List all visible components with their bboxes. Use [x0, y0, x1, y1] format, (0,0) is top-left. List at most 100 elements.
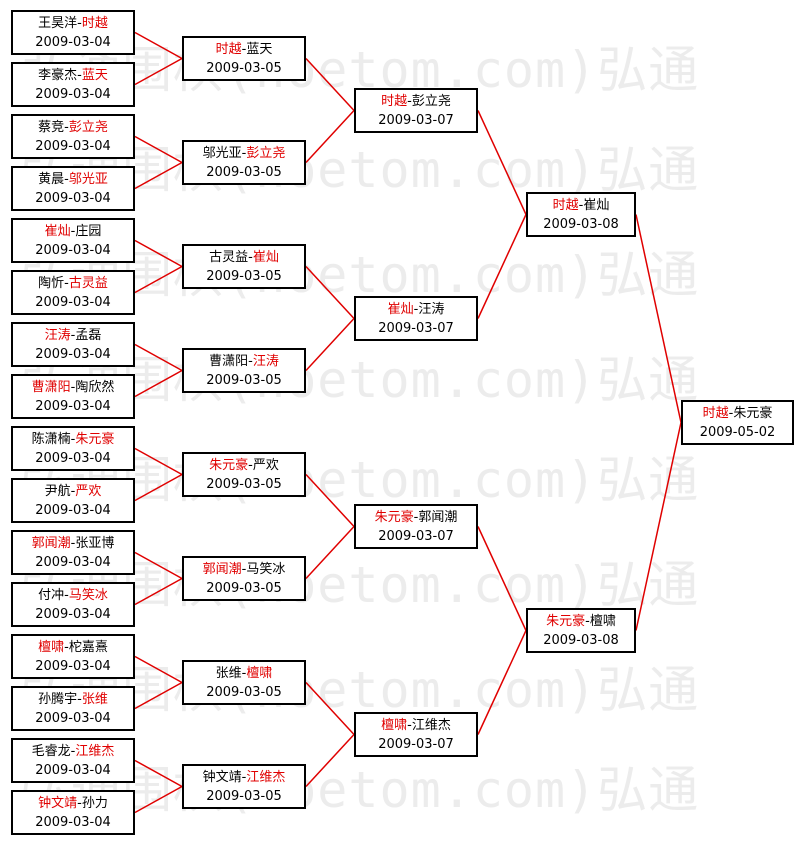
match-box-round1: 黄晨-邬光亚 2009-03-04 — [11, 166, 135, 211]
match-players: 郭闻潮-张亚博 — [13, 534, 133, 553]
player-name: 严欢 — [252, 458, 279, 473]
player-name: 王昊洋 — [38, 16, 78, 31]
vs-separator: - — [64, 640, 69, 655]
bracket-connector — [134, 135, 183, 164]
player-name: 彭立尧 — [411, 94, 451, 109]
bracket-connector — [134, 759, 183, 788]
bracket-connector — [134, 31, 183, 60]
winner-name: 檀啸 — [381, 718, 408, 733]
bracket-connector — [305, 265, 355, 320]
winner-name: 崔灿 — [252, 250, 279, 265]
match-players: 曹潇阳-汪涛 — [184, 352, 304, 371]
player-name: 黄晨 — [38, 172, 65, 187]
player-name: 钟文靖 — [202, 770, 242, 785]
match-date: 2009-03-05 — [206, 789, 282, 804]
match-players: 时越-朱元豪 — [683, 404, 792, 423]
winner-name: 檀啸 — [38, 640, 65, 655]
vs-separator: - — [407, 718, 412, 733]
match-date: 2009-03-04 — [35, 555, 111, 570]
match-date: 2009-03-08 — [543, 633, 619, 648]
match-date: 2009-03-05 — [206, 477, 282, 492]
vs-separator: - — [77, 68, 82, 83]
match-players: 钟文靖-孙力 — [13, 794, 133, 813]
vs-separator: - — [248, 354, 253, 369]
match-date: 2009-03-04 — [35, 815, 111, 830]
match-date: 2009-03-04 — [35, 87, 111, 102]
bracket-connector — [134, 551, 183, 580]
bracket-connector — [477, 214, 527, 319]
winner-name: 江维杰 — [75, 744, 115, 759]
match-players: 毛睿龙-江维杰 — [13, 742, 133, 761]
bracket-connector — [305, 317, 355, 372]
bracket-connector — [134, 265, 183, 294]
player-name: 曹潇阳 — [209, 354, 249, 369]
match-date: 2009-03-05 — [206, 269, 282, 284]
match-players: 尹航-严欢 — [13, 482, 133, 501]
bracket-connector — [477, 526, 527, 631]
winner-name: 曹潇阳 — [31, 380, 71, 395]
winner-name: 邬光亚 — [68, 172, 108, 187]
vs-separator: - — [64, 588, 69, 603]
player-name: 陈潇楠 — [31, 432, 71, 447]
vs-separator: - — [64, 120, 69, 135]
vs-separator: - — [70, 432, 76, 447]
match-date: 2009-03-04 — [35, 659, 111, 674]
bracket-connector — [477, 630, 527, 735]
match-date: 2009-03-07 — [378, 321, 454, 336]
winner-name: 郭闻潮 — [31, 536, 71, 551]
vs-separator: - — [64, 276, 69, 291]
winner-name: 郭闻潮 — [202, 562, 242, 577]
match-date: 2009-03-04 — [35, 763, 111, 778]
winner-name: 崔灿 — [387, 302, 414, 317]
vs-separator: - — [77, 796, 82, 811]
match-players: 陈潇楠-朱元豪 — [13, 430, 133, 449]
player-name: 崔灿 — [583, 198, 610, 213]
match-date: 2009-03-04 — [35, 711, 111, 726]
vs-separator: - — [241, 146, 247, 161]
winner-name: 汪涛 — [252, 354, 279, 369]
match-players: 钟文靖-江维杰 — [184, 768, 304, 787]
player-name: 邬光亚 — [202, 146, 242, 161]
bracket-connector — [134, 577, 183, 606]
player-name: 毛睿龙 — [31, 744, 71, 759]
bracket-connector — [305, 57, 355, 112]
vs-separator: - — [585, 614, 590, 629]
match-date: 2009-03-05 — [206, 581, 282, 596]
match-date: 2009-03-04 — [35, 503, 111, 518]
winner-name: 朱元豪 — [209, 458, 249, 473]
match-date: 2009-03-04 — [35, 607, 111, 622]
match-players: 张维-檀啸 — [184, 664, 304, 683]
match-players: 时越-崔灿 — [528, 196, 634, 215]
player-name: 付冲 — [38, 588, 65, 603]
bracket-connector — [134, 57, 183, 86]
vs-separator: - — [77, 16, 82, 31]
winner-name: 崔灿 — [44, 224, 71, 239]
match-date: 2009-03-04 — [35, 191, 111, 206]
match-players: 古灵益-崔灿 — [184, 248, 304, 267]
vs-separator: - — [64, 172, 69, 187]
vs-separator: - — [70, 536, 76, 551]
bracket-connector — [305, 525, 355, 580]
bracket-connector — [305, 109, 355, 164]
match-players: 邬光亚-彭立尧 — [184, 144, 304, 163]
player-name: 张亚博 — [75, 536, 115, 551]
match-players: 蔡竞-彭立尧 — [13, 118, 133, 137]
winner-name: 朱元豪 — [75, 432, 115, 447]
match-date: 2009-03-05 — [206, 685, 282, 700]
match-box-round2: 钟文靖-江维杰 2009-03-05 — [182, 764, 306, 809]
match-date: 2009-03-04 — [35, 347, 111, 362]
winner-name: 江维杰 — [246, 770, 286, 785]
match-date: 2009-03-07 — [378, 113, 454, 128]
